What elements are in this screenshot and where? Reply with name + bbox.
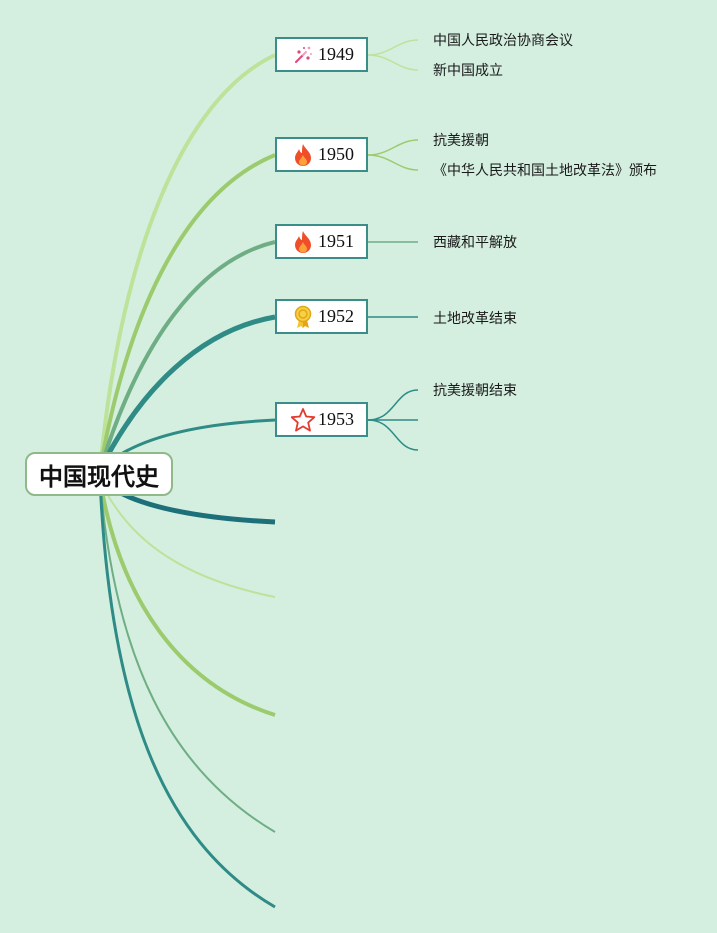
- year-label: 1953: [318, 409, 354, 429]
- event-label[interactable]: 《中华人民共和国土地改革法》颁布: [433, 163, 657, 179]
- event-label[interactable]: 土地改革结束: [433, 311, 517, 327]
- year-label: 1950: [318, 144, 354, 164]
- year-node-1951[interactable]: 1951: [275, 224, 368, 259]
- award-medal-icon: [290, 304, 316, 330]
- year-node-1953[interactable]: 1953: [275, 402, 368, 437]
- year-node-1950[interactable]: 1950: [275, 137, 368, 172]
- event-label[interactable]: 西藏和平解放: [433, 235, 517, 251]
- event-label[interactable]: 新中国成立: [433, 63, 503, 79]
- branch-1951: [98, 240, 276, 471]
- branch-1952: [97, 314, 276, 472]
- branch-1949: [98, 53, 276, 471]
- year-label: 1949: [318, 44, 354, 64]
- year-label: 1952: [318, 306, 354, 326]
- fire-icon: [290, 142, 316, 168]
- event-label[interactable]: 抗美援朝: [433, 133, 489, 149]
- year-label: 1951: [318, 231, 354, 251]
- sub-branch-1950-a: [367, 139, 419, 156]
- branch-1950: [98, 153, 276, 471]
- root-label: 中国现代史: [39, 462, 159, 491]
- root-node[interactable]: 中国现代史: [25, 452, 173, 496]
- star-icon: [290, 407, 316, 433]
- fire-icon: [290, 229, 316, 255]
- branch-empty-2: [99, 479, 276, 598]
- event-label[interactable]: 抗美援朝结束: [433, 383, 517, 399]
- year-node-1949[interactable]: 1949: [275, 37, 368, 72]
- event-label[interactable]: 中国人民政治协商会议: [433, 33, 573, 49]
- branch-empty-5: [98, 479, 276, 909]
- sub-branch-1949-a: [367, 39, 419, 56]
- year-node-1952[interactable]: 1952: [275, 299, 368, 334]
- sub-branch-1949-b: [367, 54, 419, 71]
- sub-branch-1953-a: [367, 389, 419, 421]
- sub-branch-1950-b: [367, 154, 419, 171]
- sparkle-icon: [290, 42, 316, 68]
- sub-branch-1953-c: [367, 419, 419, 451]
- branch-empty-4: [99, 479, 276, 833]
- branch-empty-3: [98, 479, 276, 717]
